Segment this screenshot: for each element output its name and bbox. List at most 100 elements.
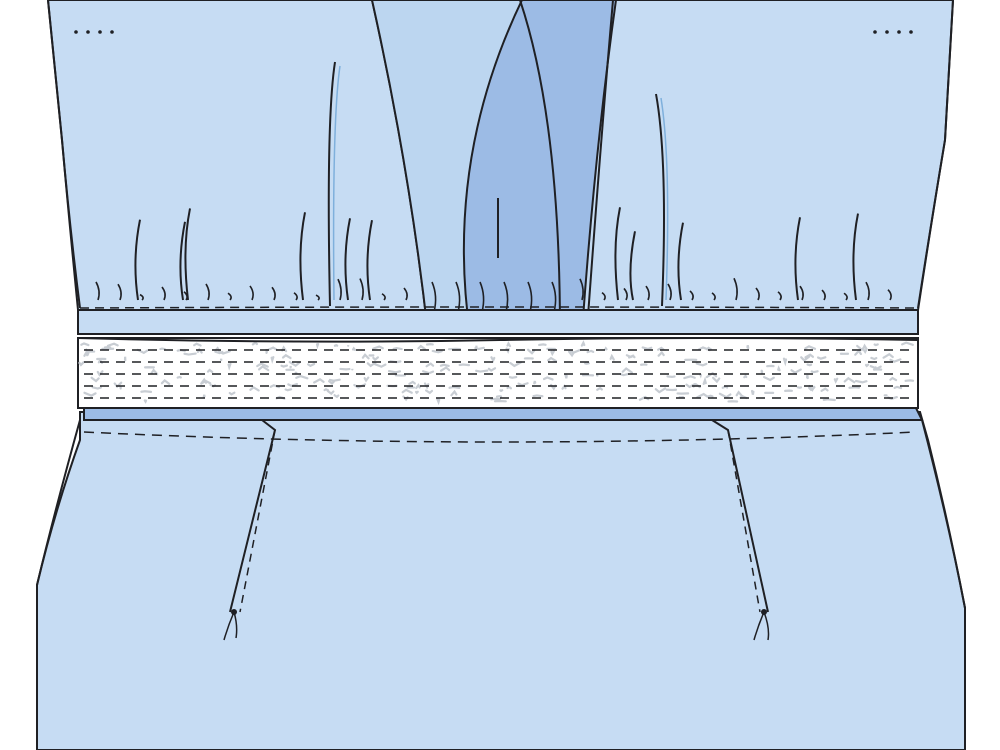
- elastic-fiber: [183, 352, 197, 356]
- gather-fold: [865, 281, 870, 301]
- gather-fold: [139, 293, 144, 301]
- elastic-fiber: [697, 346, 711, 352]
- gather-fold: [227, 292, 232, 301]
- elastic-fiber: [450, 389, 458, 397]
- elastic-fiber: [777, 365, 781, 372]
- placement-dot: [98, 30, 102, 34]
- elastic-fiber: [392, 346, 403, 351]
- elastic-fiber: [782, 357, 788, 367]
- elastic-fiber: [807, 386, 816, 392]
- elastic-fiber: [893, 385, 903, 390]
- elastic-fiber: [568, 349, 581, 354]
- skirt-panel: [36, 411, 966, 750]
- elastic-fiber: [804, 345, 817, 350]
- elastic-fiber: [856, 344, 866, 352]
- elastic-fiber: [414, 390, 419, 395]
- elastic-fiber: [202, 394, 206, 398]
- elastic-fiber: [206, 368, 214, 374]
- elastic-fiber: [833, 377, 839, 384]
- elastic-fiber: [699, 373, 703, 379]
- elastic-fiber: [810, 370, 819, 374]
- gather-fold: [381, 293, 386, 301]
- elastic-fiber: [800, 355, 811, 362]
- elastic-fiber: [532, 394, 544, 398]
- elastic-fiber: [804, 353, 814, 359]
- elastic-fiber: [448, 385, 461, 390]
- elastic-fiber: [625, 354, 635, 359]
- elastic-fiber: [284, 388, 293, 392]
- gather-fold: [629, 231, 636, 301]
- waistband-lower-edge: [83, 407, 924, 421]
- elastic-fiber: [550, 350, 555, 357]
- placement-dot: [873, 30, 877, 34]
- elastic-fiber: [790, 368, 802, 374]
- gather-fold: [249, 285, 254, 301]
- elastic-fiber: [439, 366, 451, 372]
- gather-fold: [821, 289, 826, 301]
- elastic-fiber: [696, 392, 709, 399]
- elastic-fiber: [506, 341, 512, 348]
- elastic-fiber: [542, 376, 554, 381]
- elastic-fiber: [864, 363, 870, 368]
- elastic-fiber: [326, 389, 335, 396]
- thread-knot-left: [231, 609, 237, 615]
- elastic-fiber: [712, 376, 721, 384]
- elastic-fiber: [281, 353, 292, 360]
- gather-fold: [337, 278, 342, 301]
- elastic-fiber: [143, 399, 148, 404]
- elastic-fiber: [564, 374, 568, 379]
- placement-dot: [110, 30, 114, 34]
- gather-fold: [799, 285, 804, 301]
- waistband-casing: [77, 309, 919, 335]
- gather-fold: [887, 289, 892, 301]
- gather-fold: [733, 277, 738, 301]
- gather-fold: [601, 291, 606, 301]
- elastic-fiber: [538, 343, 547, 347]
- elastic-fiber: [288, 360, 301, 368]
- elastic-fiber: [805, 374, 809, 380]
- skirt-darts: [223, 419, 770, 641]
- gather-fold: [794, 217, 801, 301]
- elastic-fiber: [820, 387, 829, 392]
- elastic-fiber: [683, 375, 696, 380]
- gather-fold: [183, 291, 188, 301]
- elastic-fiber: [547, 356, 557, 363]
- elastic-fiber: [657, 350, 665, 357]
- elastic-fiber: [85, 348, 91, 357]
- bodice-dart-right: [655, 93, 665, 307]
- placement-dot: [885, 30, 889, 34]
- elastic-fiber: [217, 350, 231, 355]
- elastic-fiber: [706, 394, 714, 398]
- elastic-fiber: [415, 383, 421, 390]
- gather-fold: [161, 286, 166, 301]
- elastic-fiber: [315, 342, 320, 350]
- elastic-fiber: [458, 363, 471, 367]
- elastic-fiber: [901, 341, 914, 346]
- placement-dots-right: [873, 30, 913, 34]
- elastic-fiber: [806, 363, 813, 367]
- elastic-fiber: [763, 376, 775, 382]
- gather-fold: [614, 207, 621, 301]
- elastic-fiber: [517, 382, 529, 387]
- elastic-fiber: [424, 389, 434, 395]
- elastic-fiber: [257, 365, 270, 372]
- elastic-fiber: [422, 370, 435, 375]
- elastic-fiber: [280, 364, 289, 368]
- elastic-fiber: [249, 386, 260, 392]
- elastic-fiber: [106, 342, 119, 347]
- elastic-fiber: [641, 346, 653, 351]
- elastic-fiber: [323, 388, 330, 392]
- elastic-fiber: [508, 375, 518, 379]
- elastic-fiber: [746, 345, 750, 350]
- elastic-fiber: [351, 346, 357, 352]
- elastic-fiber: [140, 390, 153, 394]
- elastic-fiber: [83, 391, 97, 397]
- thread-knot-right: [761, 609, 767, 615]
- gather-fold: [689, 290, 694, 301]
- elastic-stitching: [84, 349, 914, 399]
- elastic-fiber: [490, 397, 501, 401]
- elastic-fiber: [657, 346, 665, 351]
- gather-fold: [271, 286, 276, 301]
